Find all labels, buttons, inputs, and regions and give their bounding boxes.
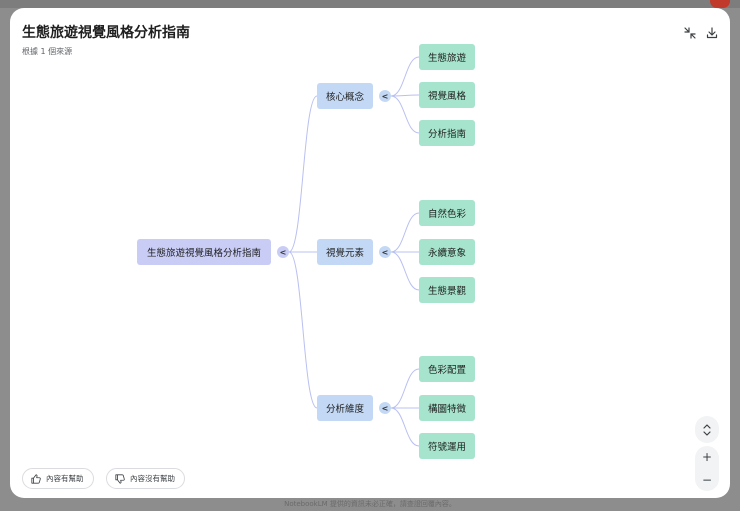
mindmap-dialog: 生態旅遊視覺風格分析指南 根據 1 個來源 生態旅遊視覺風格分析指南<核心概念<…	[10, 8, 730, 498]
root-collapse-toggle[interactable]: <	[277, 246, 289, 258]
zoom-out-button[interactable]: −	[701, 472, 713, 487]
not-helpful-label: 內容沒有幫助	[130, 474, 175, 483]
branch-collapse-toggle[interactable]: <	[379, 90, 391, 102]
source-count: 根據 1 個來源	[22, 47, 73, 56]
connector-branch-to-leaf	[390, 407, 420, 447]
mindmap-root-node[interactable]: 生態旅遊視覺風格分析指南	[137, 239, 271, 265]
helpful-button[interactable]: 內容有幫助	[22, 468, 94, 489]
zoom-in-button[interactable]: +	[701, 450, 713, 465]
leaf-node[interactable]: 生態旅遊	[419, 44, 475, 70]
expand-collapse-control	[695, 416, 719, 443]
branch-node[interactable]: 核心概念	[317, 83, 373, 109]
download-button[interactable]	[703, 24, 721, 42]
mindmap-canvas[interactable]: 生態旅遊視覺風格分析指南<核心概念<生態旅遊視覺風格分析指南視覺元素<自然色彩永…	[10, 8, 730, 498]
dialog-title: 生態旅遊視覺風格分析指南	[22, 25, 190, 41]
leaf-node[interactable]: 永續意象	[419, 239, 475, 265]
leaf-node[interactable]: 自然色彩	[419, 200, 475, 226]
collapse-button[interactable]	[681, 24, 699, 42]
connector-branch-to-leaf	[390, 56, 420, 97]
branch-node[interactable]: 分析維度	[317, 395, 373, 421]
branch-collapse-toggle[interactable]: <	[379, 246, 391, 258]
not-helpful-button[interactable]: 內容沒有幫助	[106, 468, 185, 489]
leaf-node[interactable]: 構圖特徵	[419, 395, 475, 421]
leaf-node[interactable]: 生態景觀	[419, 277, 475, 303]
download-icon	[706, 27, 718, 39]
collapse-icon	[684, 27, 696, 39]
branch-node[interactable]: 視覺元素	[317, 239, 373, 265]
connector-branch-to-leaf	[390, 94, 420, 97]
leaf-node[interactable]: 分析指南	[419, 120, 475, 146]
helpful-label: 內容有幫助	[46, 474, 84, 483]
connector-root-to-branch	[288, 251, 318, 409]
thumb-up-icon	[31, 473, 41, 484]
zoom-control: + −	[695, 446, 719, 491]
thumb-down-icon	[115, 473, 125, 484]
leaf-node[interactable]: 視覺風格	[419, 82, 475, 108]
connector-branch-to-leaf	[390, 95, 420, 134]
branch-collapse-toggle[interactable]: <	[379, 402, 391, 414]
mindmap-connectors	[288, 56, 420, 447]
connector-branch-to-leaf	[390, 251, 420, 291]
connector-branch-to-leaf	[390, 368, 420, 409]
unfold-icon	[703, 423, 711, 436]
connector-root-to-branch	[288, 95, 318, 253]
disclaimer-text: NotebookLM 提供的資訊未必正確，請查證回覆內容。	[284, 500, 456, 508]
expand-collapse-all-button[interactable]	[697, 420, 717, 440]
connector-branch-to-leaf	[390, 212, 420, 253]
leaf-node[interactable]: 符號運用	[419, 433, 475, 459]
avatar	[710, 0, 730, 8]
backdrop-top-bar	[0, 0, 740, 8]
leaf-node[interactable]: 色彩配置	[419, 356, 475, 382]
